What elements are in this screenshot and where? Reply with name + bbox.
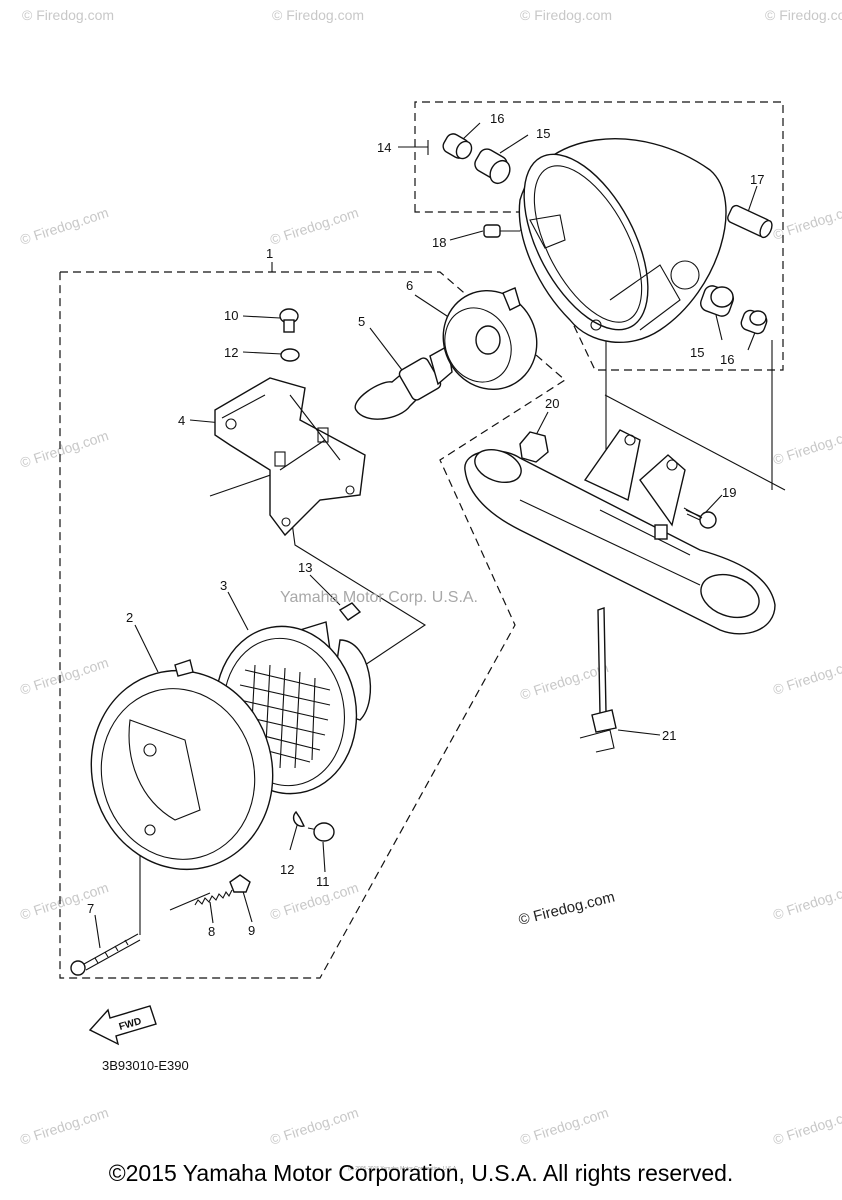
watermark-tile: © Firedog.com	[18, 1104, 110, 1148]
collar-17	[727, 204, 773, 239]
callout-2: 2	[126, 610, 133, 625]
callout-13: 13	[298, 560, 312, 575]
callout-4: 4	[178, 413, 185, 428]
watermark-tile: © Firedog.com	[771, 199, 842, 243]
watermark-tile: © Firedog.com	[272, 7, 364, 23]
callouts: 1 2 3 4 5 6 7 8 9 10 11 12 12 13 14 15 1…	[87, 111, 764, 939]
watermark-tile: © Firedog.com	[518, 1104, 610, 1148]
center-watermark: Yamaha Motor Corp. U.S.A.	[280, 589, 478, 606]
screw-7	[70, 933, 141, 976]
callout-17: 17	[750, 172, 764, 187]
callout-20: 20	[545, 396, 559, 411]
headlight-rim-2	[90, 659, 274, 871]
callout-6: 6	[406, 278, 413, 293]
bushing-16-upper	[442, 133, 473, 160]
tiny-copyright: (c) 2005-2015 Yamaha Motor Corporation, …	[348, 1166, 458, 1172]
callout-7: 7	[87, 901, 94, 916]
callout-12-upper: 12	[224, 345, 238, 360]
callout-1: 1	[266, 246, 273, 261]
watermark-tile: © Firedog.com	[771, 879, 842, 923]
bulb-5	[354, 344, 453, 420]
spring-8	[194, 889, 233, 906]
watermark-tile: © Firedog.com	[18, 427, 110, 471]
screw-18	[483, 224, 520, 238]
fwd-arrow-icon: FWD	[88, 1005, 157, 1046]
callout-16-upper: 16	[490, 111, 504, 126]
watermark-tile: © Firedog.com	[771, 424, 842, 468]
callout-10: 10	[224, 308, 238, 323]
watermark-tile: © Firedog.com	[520, 7, 612, 23]
watermark-tile: © Firedog.com	[18, 204, 110, 248]
bushing-15-upper	[474, 148, 511, 185]
watermark-tile: © Firedog.com	[268, 879, 360, 923]
callout-19: 19	[722, 485, 736, 500]
bushing-15-lower	[700, 285, 734, 317]
callout-16-lower: 16	[720, 352, 734, 367]
footer-copyright: ©2015 Yamaha Motor Corporation, U.S.A. A…	[108, 1160, 734, 1186]
steering-bracket	[464, 429, 776, 635]
screw-11	[307, 822, 335, 842]
callout-21: 21	[662, 728, 676, 743]
nut-20	[519, 431, 549, 463]
callout-18: 18	[432, 235, 446, 250]
headlight-housing	[518, 138, 727, 343]
screw-10	[279, 308, 299, 333]
washer-12-lower	[292, 810, 306, 827]
watermark-tile: © Firedog.com	[18, 654, 110, 698]
callout-15-upper: 15	[536, 126, 550, 141]
callout-12-lower: 12	[280, 862, 294, 877]
callout-8: 8	[208, 924, 215, 939]
nut-13	[338, 602, 362, 621]
reference-code: 3B93010-E390	[102, 1058, 189, 1073]
watermark-tile: © Firedog.com	[22, 7, 114, 23]
screw-19	[683, 507, 717, 529]
group-outline-1	[59, 271, 567, 979]
socket-cover-6	[442, 287, 538, 391]
watermark-tile: © Firedog.com	[268, 1104, 360, 1148]
callout-9: 9	[248, 923, 255, 938]
nut-9	[229, 874, 251, 893]
watermark-tile: © Firedog.com	[765, 7, 842, 23]
watermark-tile: © Firedog.com	[771, 654, 842, 698]
site-watermark: © Firedog.com	[517, 889, 617, 929]
callout-11: 11	[316, 874, 330, 889]
callout-3: 3	[220, 578, 227, 593]
watermark-tile: © Firedog.com	[518, 659, 610, 703]
watermark-tile: © Firedog.com	[268, 204, 360, 248]
bushing-16-lower	[740, 309, 768, 335]
cable-band-21	[579, 607, 617, 753]
callout-14: 14	[377, 140, 391, 155]
watermark-tile: © Firedog.com	[771, 1104, 842, 1148]
bracket-4	[214, 377, 366, 537]
washer-12-upper	[280, 348, 300, 362]
callout-5: 5	[358, 314, 365, 329]
callout-15-lower: 15	[690, 345, 704, 360]
watermark-tile: © Firedog.com	[18, 879, 110, 923]
